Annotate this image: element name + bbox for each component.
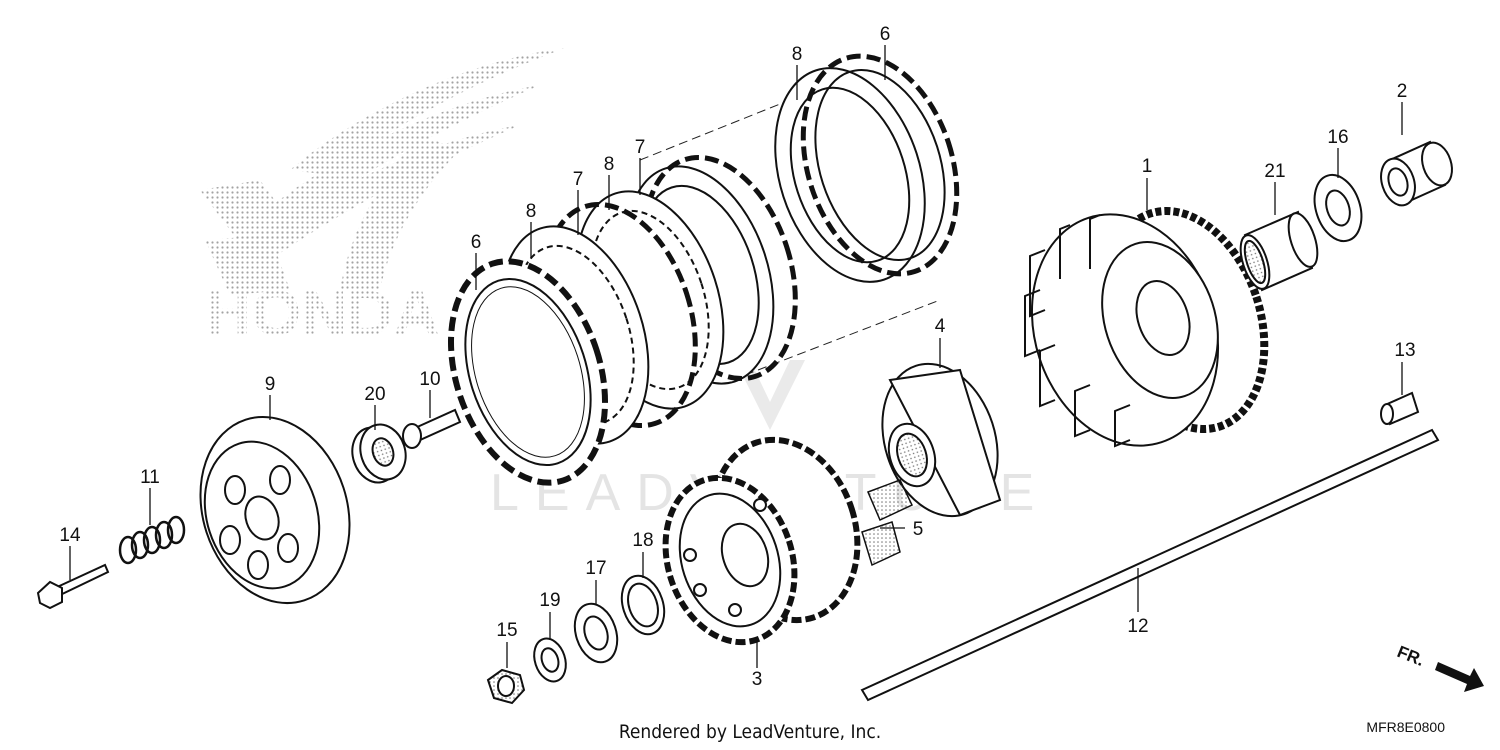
callout-17: 17 — [585, 558, 606, 579]
front-label: FR. — [1395, 642, 1428, 670]
clutch-lifter-plate — [881, 362, 1002, 518]
callout-8-front: 8 — [526, 201, 537, 222]
front-direction-indicator: FR. — [1395, 642, 1484, 692]
lock-nut — [486, 668, 526, 705]
clutch-plate-stack — [447, 53, 960, 486]
cam-weights — [861, 479, 914, 567]
callout-19: 19 — [539, 590, 560, 611]
pressure-plate — [199, 415, 351, 605]
lifter-piece — [402, 408, 462, 449]
callout-5: 5 — [913, 519, 924, 540]
diagram-code: MFR8E0800 — [1366, 719, 1445, 735]
callout-12: 12 — [1127, 616, 1148, 637]
callout-3: 3 — [752, 669, 763, 690]
callout-4: 4 — [935, 316, 946, 337]
collar — [1380, 140, 1453, 207]
needle-bearing — [1239, 210, 1319, 292]
honda-wing-logo: HONDA — [200, 48, 565, 349]
washer-18 — [620, 574, 666, 636]
clutch-outer — [1024, 206, 1269, 448]
callout-21: 21 — [1264, 161, 1285, 182]
callout-7-rear: 7 — [635, 137, 646, 158]
callout-7-front: 7 — [573, 169, 584, 190]
clutch-spring — [118, 515, 186, 565]
clutch-center — [662, 436, 861, 646]
honda-wordmark: HONDA — [205, 277, 440, 349]
callout-14: 14 — [59, 525, 81, 546]
washer-19 — [533, 637, 567, 683]
lifter-rod — [860, 428, 1440, 702]
callout-11: 11 — [140, 467, 160, 488]
callout-9: 9 — [265, 374, 276, 395]
thrust-washer — [1313, 173, 1363, 243]
front-arrow-icon — [1435, 662, 1484, 692]
flange-bolt — [36, 563, 110, 610]
callout-13: 13 — [1394, 340, 1415, 361]
callout-6-rear: 6 — [880, 24, 891, 45]
callout-15: 15 — [496, 620, 517, 641]
callout-8-rear: 8 — [792, 44, 803, 65]
rod-collar — [1380, 391, 1420, 426]
callout-16: 16 — [1327, 127, 1348, 148]
callout-1: 1 — [1142, 156, 1153, 177]
callout-8-middle: 8 — [604, 154, 615, 175]
callout-18: 18 — [632, 530, 653, 551]
callout-20: 20 — [364, 384, 385, 405]
render-credit: Rendered by LeadVenture, Inc. — [619, 721, 881, 743]
callout-6-front: 6 — [471, 232, 482, 253]
washer-17 — [573, 602, 619, 664]
callout-labels: 1 2 3 4 5 6 6 7 7 8 8 8 9 10 11 12 13 14… — [59, 24, 1415, 690]
callout-10: 10 — [419, 369, 440, 390]
callout-2: 2 — [1397, 81, 1408, 102]
ball-bearing — [351, 423, 407, 484]
leader-lines — [69, 45, 1403, 668]
